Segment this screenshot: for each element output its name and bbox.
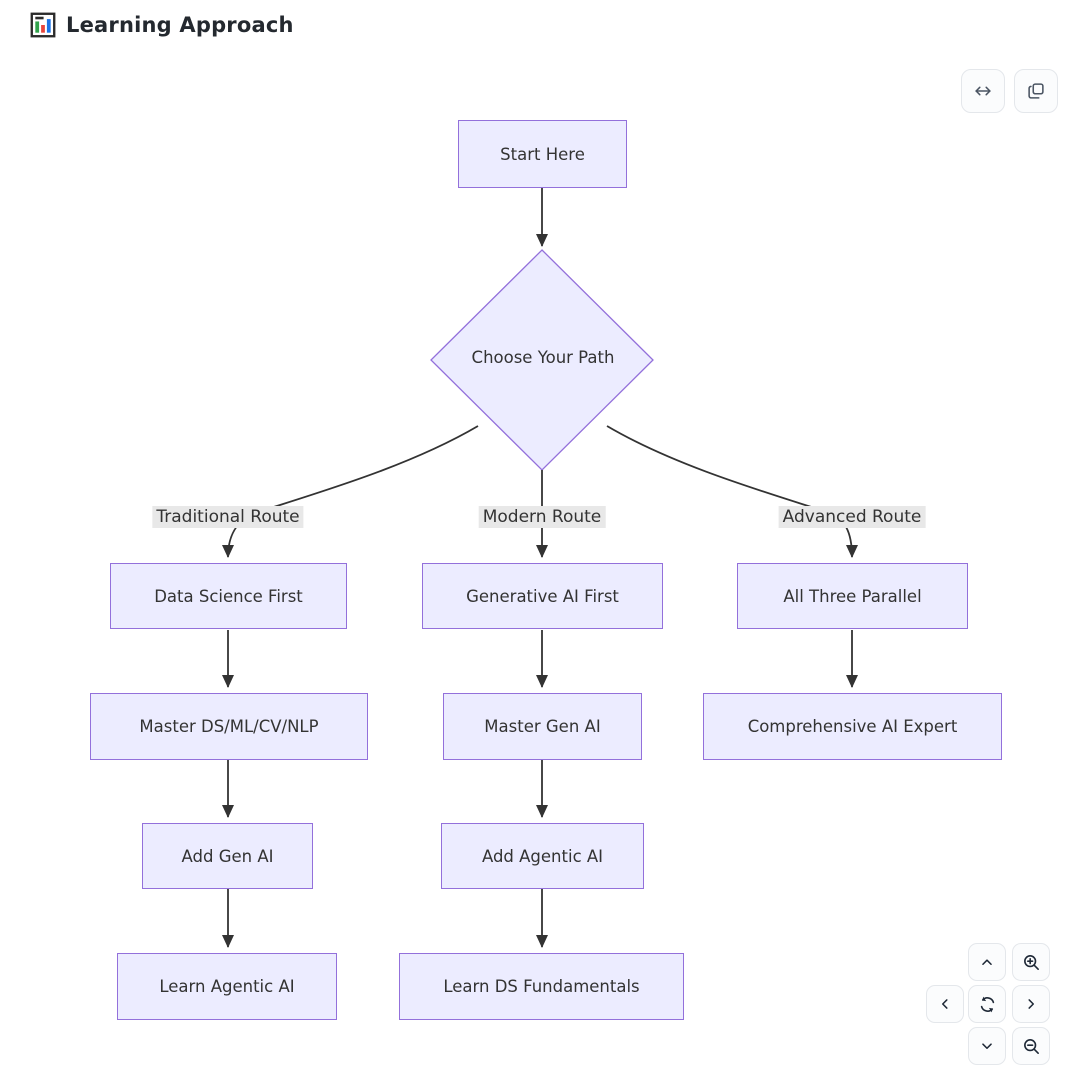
node-comprehensive-ai-expert: Comprehensive AI Expert bbox=[703, 693, 1002, 760]
node-choose-your-path: Choose Your Path bbox=[471, 348, 615, 367]
node-generative-ai-first: Generative AI First bbox=[422, 563, 663, 629]
edge-label-modern-route: Modern Route bbox=[478, 506, 606, 528]
node-data-science-first: Data Science First bbox=[110, 563, 347, 629]
zoom-in-button[interactable] bbox=[1012, 943, 1050, 981]
edge-label-traditional-route: Traditional Route bbox=[152, 506, 304, 528]
edge-label-advanced-route: Advanced Route bbox=[778, 506, 926, 528]
pan-right-button[interactable] bbox=[1012, 985, 1050, 1023]
node-master-gen-ai: Master Gen AI bbox=[443, 693, 642, 760]
page-title: Learning Approach bbox=[66, 13, 294, 37]
chevron-left-icon bbox=[941, 999, 948, 1009]
pan-up-button[interactable] bbox=[968, 943, 1006, 981]
chevron-up-icon bbox=[982, 959, 992, 966]
node-master-ds-ml-cv-nlp: Master DS/ML/CV/NLP bbox=[90, 693, 368, 760]
bar-chart-icon bbox=[30, 12, 56, 38]
zoom-out-button[interactable] bbox=[1012, 1027, 1050, 1065]
edge-choose-ds-first bbox=[222, 425, 479, 558]
horizontal-arrows-icon bbox=[975, 86, 991, 96]
pan-left-button[interactable] bbox=[926, 985, 964, 1023]
chevron-down-icon bbox=[982, 1043, 992, 1050]
expand-horizontal-button[interactable] bbox=[961, 69, 1005, 113]
pan-down-button[interactable] bbox=[968, 1027, 1006, 1065]
node-all-three-parallel: All Three Parallel bbox=[737, 563, 968, 629]
node-add-gen-ai: Add Gen AI bbox=[142, 823, 313, 889]
node-add-agentic-ai: Add Agentic AI bbox=[441, 823, 644, 889]
page-header: Learning Approach bbox=[30, 12, 294, 38]
node-start-here: Start Here bbox=[458, 120, 627, 188]
top-actions bbox=[961, 69, 1058, 113]
node-learn-agentic-ai: Learn Agentic AI bbox=[117, 953, 337, 1020]
copy-icon bbox=[1028, 83, 1044, 99]
reset-view-icon bbox=[980, 996, 994, 1012]
reset-view-button[interactable] bbox=[968, 985, 1006, 1023]
magnifier-minus-icon bbox=[1023, 1038, 1039, 1054]
edge-choose-all-three bbox=[606, 425, 858, 558]
node-learn-ds-fundamentals: Learn DS Fundamentals bbox=[399, 953, 684, 1020]
chevron-right-icon bbox=[1028, 999, 1035, 1009]
copy-button[interactable] bbox=[1014, 69, 1058, 113]
magnifier-plus-icon bbox=[1023, 954, 1039, 970]
